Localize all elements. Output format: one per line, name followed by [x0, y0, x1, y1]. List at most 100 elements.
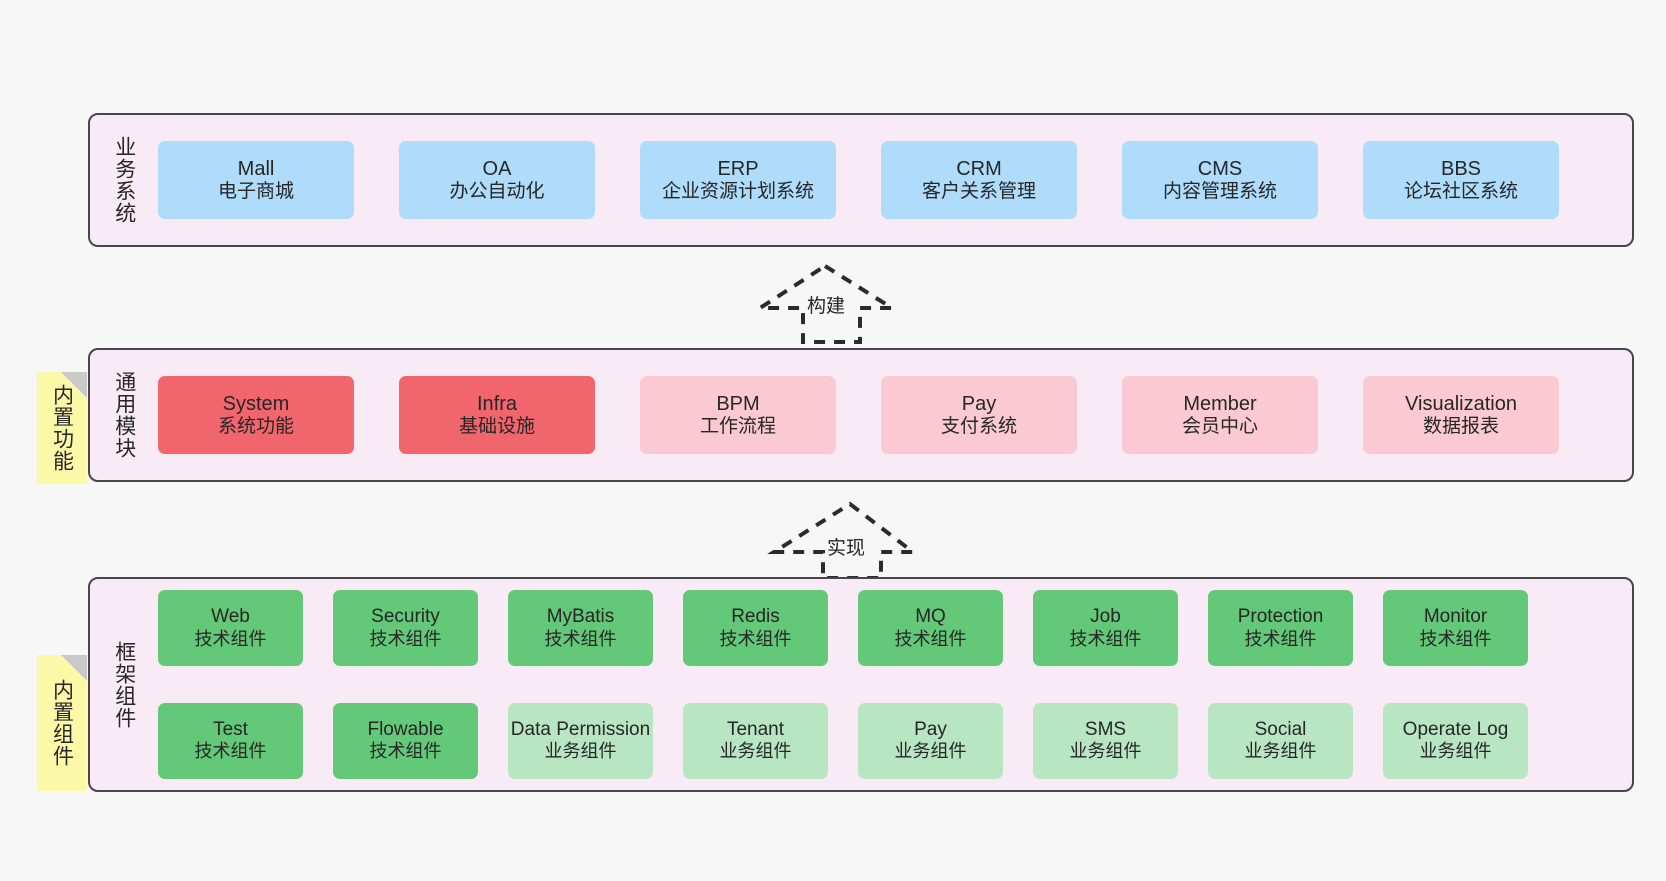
note-fold-icon	[61, 655, 87, 681]
node-subtitle: 系统功能	[217, 415, 294, 437]
node-title: Job	[1090, 606, 1121, 628]
node-title: Pay	[961, 392, 997, 415]
node-subtitle: 技术组件	[544, 628, 617, 649]
node-subtitle: 企业资源计划系统	[661, 180, 814, 202]
node-title: Social	[1254, 718, 1307, 740]
node-subtitle: 办公自动化	[449, 180, 545, 202]
sticky-note-builtin-function-label: 内置功能	[50, 384, 74, 472]
node-title: Member	[1183, 392, 1257, 415]
sticky-note-builtin-function: 内置功能	[37, 372, 87, 484]
node-subtitle: 技术组件	[194, 741, 267, 762]
sticky-note-builtin-component-label: 内置组件	[50, 679, 74, 767]
layer-framework-component-label: 框架组件	[112, 640, 136, 729]
node-subtitle: 技术组件	[719, 628, 792, 649]
node-subtitle: 技术组件	[894, 628, 967, 649]
node-subtitle: 业务组件	[544, 741, 617, 762]
node-subtitle: 技术组件	[194, 628, 267, 649]
node-subtitle: 工作流程	[699, 415, 776, 437]
node-subtitle: 论坛社区系统	[1403, 180, 1518, 202]
build-arrow-label: 构建	[805, 291, 848, 318]
node-title: BPM	[716, 392, 760, 415]
layer-common-module-label: 通用模块	[112, 371, 136, 459]
node-title: OA	[482, 157, 512, 180]
note-fold-icon	[61, 372, 87, 398]
node-title: Flowable	[367, 718, 444, 740]
node-subtitle: 技术组件	[1069, 628, 1142, 649]
node-subtitle: 业务组件	[1419, 741, 1492, 762]
node-title: BBS	[1440, 157, 1482, 180]
node-subtitle: 技术组件	[369, 628, 442, 649]
node-subtitle: 技术组件	[1419, 628, 1492, 649]
node-subtitle: 技术组件	[369, 741, 442, 762]
node-title: Tenant	[726, 718, 785, 740]
node-title: MyBatis	[546, 606, 615, 628]
node-title: CMS	[1197, 157, 1243, 180]
implement-arrow-label: 实现	[825, 533, 868, 560]
node-title: Redis	[731, 606, 780, 628]
node-title: Protection	[1237, 606, 1324, 628]
node-title: Web	[211, 606, 250, 628]
node-title: SMS	[1084, 718, 1127, 740]
build-arrow: 构建	[753, 258, 905, 350]
node-title: System	[222, 392, 290, 415]
node-subtitle: 技术组件	[1244, 628, 1317, 649]
node-subtitle: 基础设施	[458, 415, 535, 437]
node-title: Test	[213, 718, 248, 740]
node-title: Mall	[237, 157, 275, 180]
node-subtitle: 业务组件	[1244, 741, 1317, 762]
node-subtitle: 业务组件	[894, 741, 967, 762]
node-title: Operate Log	[1402, 718, 1509, 740]
node-subtitle: 支付系统	[940, 415, 1017, 437]
node-subtitle: 业务组件	[1069, 741, 1142, 762]
sticky-note-builtin-component: 内置组件	[37, 655, 87, 791]
node-title: Data Permission	[510, 718, 651, 740]
node-title: MQ	[915, 606, 946, 628]
node-subtitle: 电子商城	[217, 180, 294, 202]
build-arrow-shape	[753, 263, 899, 344]
node-subtitle: 会员中心	[1181, 415, 1258, 437]
node-subtitle: 内容管理系统	[1162, 180, 1277, 202]
node-title: ERP	[717, 157, 759, 180]
node-title: Pay	[914, 718, 947, 740]
node-title: Monitor	[1423, 606, 1488, 628]
node-title: Security	[371, 606, 440, 628]
layer-business-system-label: 业务系统	[112, 136, 136, 224]
node-title: CRM	[956, 157, 1002, 180]
node-subtitle: 业务组件	[719, 741, 792, 762]
